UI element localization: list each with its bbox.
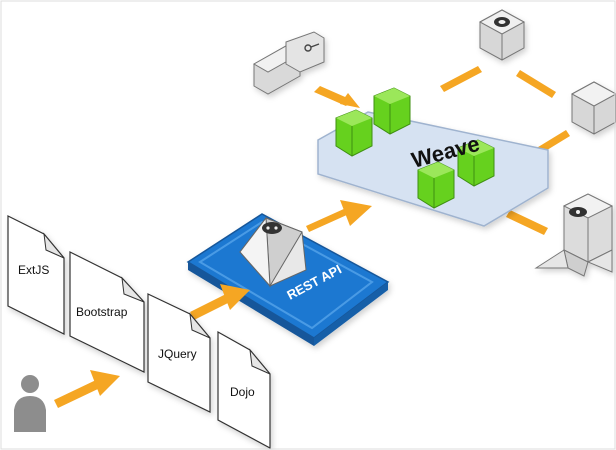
doc-dojo bbox=[217, 330, 271, 450]
doc-extjs bbox=[7, 215, 65, 335]
arrow-frameworks-to-api bbox=[190, 284, 250, 320]
doc-jquery-label: JQuery bbox=[158, 347, 197, 361]
green-cube-2 bbox=[373, 87, 411, 135]
green-cube-1 bbox=[335, 109, 373, 157]
key-node bbox=[252, 31, 325, 95]
arrow-weave-to-rocket bbox=[506, 210, 548, 235]
network-icon bbox=[262, 222, 282, 234]
rest-api-pyramid bbox=[239, 216, 307, 288]
green-cube-4 bbox=[457, 139, 495, 187]
key-icon bbox=[304, 43, 320, 52]
arrow-weave-to-top-node bbox=[440, 66, 482, 92]
arrow-top-node-to-right-node bbox=[516, 70, 556, 98]
rocket-node bbox=[534, 193, 614, 277]
node-right bbox=[570, 81, 616, 135]
arrow-api-to-weave bbox=[306, 200, 372, 232]
rocket-icon bbox=[569, 207, 587, 217]
user-icon bbox=[14, 375, 46, 432]
arrow-key-to-weave bbox=[314, 86, 360, 108]
arrow-user-to-frameworks bbox=[54, 370, 120, 408]
doc-bootstrap-label: Bootstrap bbox=[76, 305, 128, 319]
gear-icon bbox=[494, 17, 510, 27]
doc-dojo-label: Dojo bbox=[230, 385, 255, 399]
green-cube-3 bbox=[417, 161, 455, 209]
doc-jquery bbox=[147, 293, 211, 413]
doc-extjs-label: ExtJS bbox=[18, 263, 49, 277]
node-top bbox=[478, 9, 526, 61]
doc-bootstrap bbox=[69, 251, 145, 373]
